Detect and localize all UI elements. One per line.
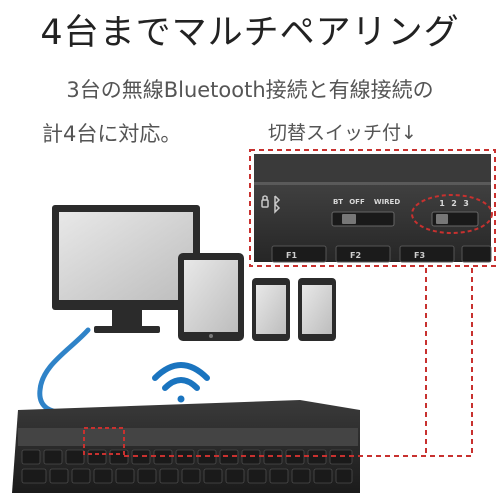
- switch-highlight-box: [83, 427, 125, 455]
- description-line-1: 3台の無線Bluetooth接続と有線接続の: [66, 78, 434, 102]
- switch-zoom-panel: BT OFF WIRED 1 2 3 F1 F2 F3: [249, 149, 496, 267]
- channel-switch-highlight: [411, 194, 493, 234]
- keyboard: [12, 400, 360, 493]
- channel-label-3: 3: [463, 199, 469, 208]
- switch-note: 切替スイッチ付↓: [268, 122, 417, 144]
- mode-label-off: OFF: [349, 198, 365, 206]
- function-key-f3: F3: [414, 251, 425, 260]
- monitor-icon: [52, 205, 200, 333]
- tablet-icon: [178, 253, 244, 341]
- callout-connector: [124, 268, 473, 457]
- mode-label-bt: BT: [333, 198, 343, 206]
- usb-cable: [37, 327, 91, 415]
- channel-label-1: 1: [439, 199, 445, 208]
- phone-icon-2: [298, 278, 336, 341]
- function-key-f2: F2: [350, 251, 361, 260]
- description-line-2: 計4台に対応。: [42, 122, 182, 146]
- mode-label-wired: WIRED: [374, 198, 400, 206]
- mode-switch: [331, 211, 395, 227]
- bluetooth-icon: [261, 195, 281, 214]
- headline: 4台までマルチペアリング: [40, 13, 460, 53]
- function-key-f1: F1: [286, 251, 297, 260]
- function-key-row: [271, 245, 492, 263]
- channel-label-2: 2: [451, 199, 457, 208]
- phone-icon: [252, 278, 290, 341]
- wifi-icon: [152, 362, 210, 403]
